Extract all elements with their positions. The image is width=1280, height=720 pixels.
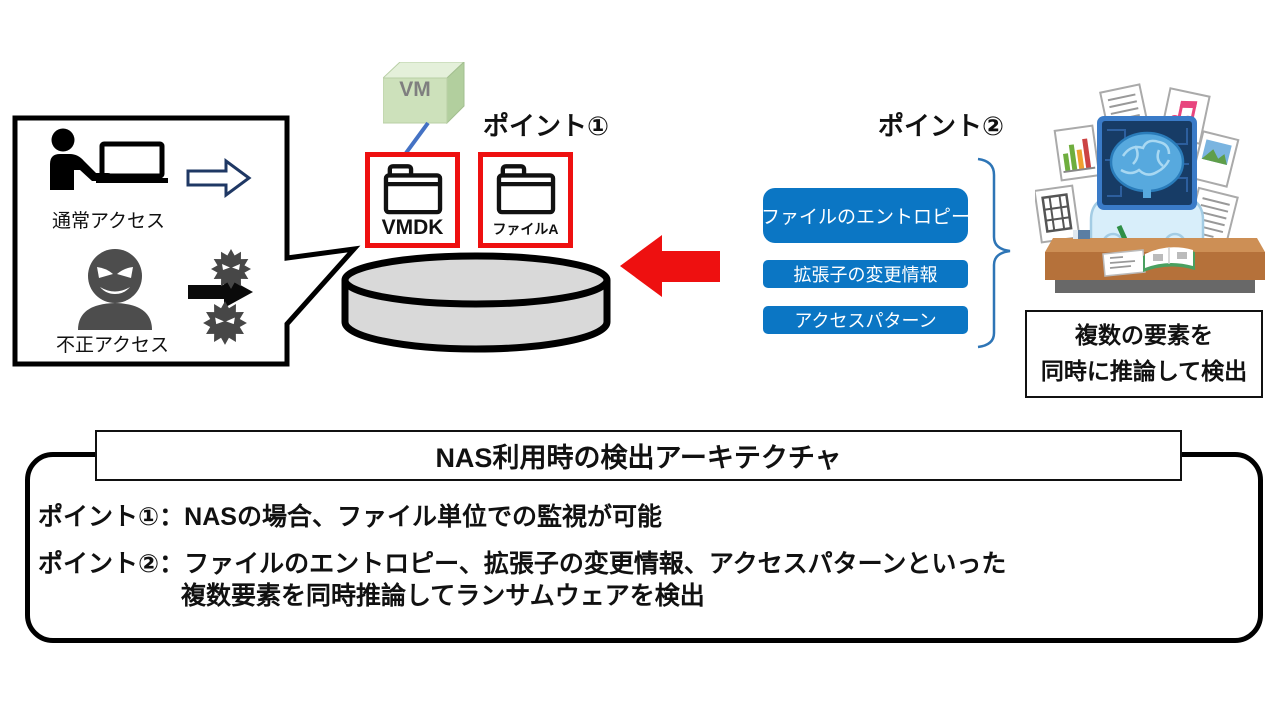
red-arrow-icon	[620, 235, 720, 297]
factor-extension-change: 拡張子の変更情報	[763, 260, 968, 288]
monitored-folder-vmdk: VMDK	[365, 152, 460, 248]
inference-note-line2: 同時に推論して検出	[1040, 358, 1248, 384]
summary-title: NAS利用時の検出アーキテクチャ	[435, 443, 842, 473]
summary-point1: ポイント①：NASの場合、ファイル単位での監視が可能	[38, 503, 662, 531]
folder-label: ファイルA	[492, 221, 559, 237]
film-document-icon	[1035, 184, 1081, 244]
folder-label: VMDK	[381, 216, 444, 239]
chart-document-icon	[1053, 124, 1101, 182]
summary-point2-line1: ポイント②：ファイルのエントロピー、拡張子の変更情報、アクセスパターンといった	[38, 550, 1007, 578]
ai-machine-learning-illustration	[1035, 83, 1265, 293]
study-desk	[1045, 230, 1265, 293]
vm-cube-icon	[383, 62, 465, 124]
curly-brace-icon	[977, 157, 1011, 349]
inference-note-box: 複数の要素を 同時に推論して検出	[1025, 310, 1263, 398]
vm-connector-line	[404, 121, 430, 155]
factor-access-pattern: アクセスパターン	[763, 306, 968, 334]
summary-point2-line2: 複数要素を同時推論してランサムウェアを検出	[181, 582, 705, 610]
nas-storage-cylinder	[341, 252, 611, 353]
normal-access-arrow-icon	[186, 158, 252, 198]
presenter-laptop-icon	[50, 128, 168, 190]
malware-virus-icon	[203, 301, 247, 345]
attack-access-label: 不正アクセス	[56, 335, 170, 356]
inference-note-line1: 複数の要素を	[1075, 322, 1213, 349]
normal-access-label: 通常アクセス	[52, 211, 166, 232]
monitored-folder-fileA: ファイルA	[478, 152, 573, 248]
image-document-icon	[1190, 130, 1240, 188]
attack-arrow-icon	[188, 276, 253, 308]
ai-brain-monitor	[1097, 116, 1197, 210]
summary-title-box: NAS利用時の検出アーキテクチャ	[95, 430, 1182, 481]
malware-virus-icon	[211, 249, 251, 289]
folder-icon	[383, 164, 442, 215]
point1-label: ポイント①	[483, 111, 610, 141]
vm-label: VM	[399, 78, 431, 101]
factor-entropy: ファイルのエントロピー	[761, 188, 970, 243]
attacker-icon	[78, 249, 152, 330]
point2-label: ポイント②	[878, 111, 1005, 141]
folder-icon	[496, 164, 555, 215]
summary-panel	[25, 452, 1263, 643]
